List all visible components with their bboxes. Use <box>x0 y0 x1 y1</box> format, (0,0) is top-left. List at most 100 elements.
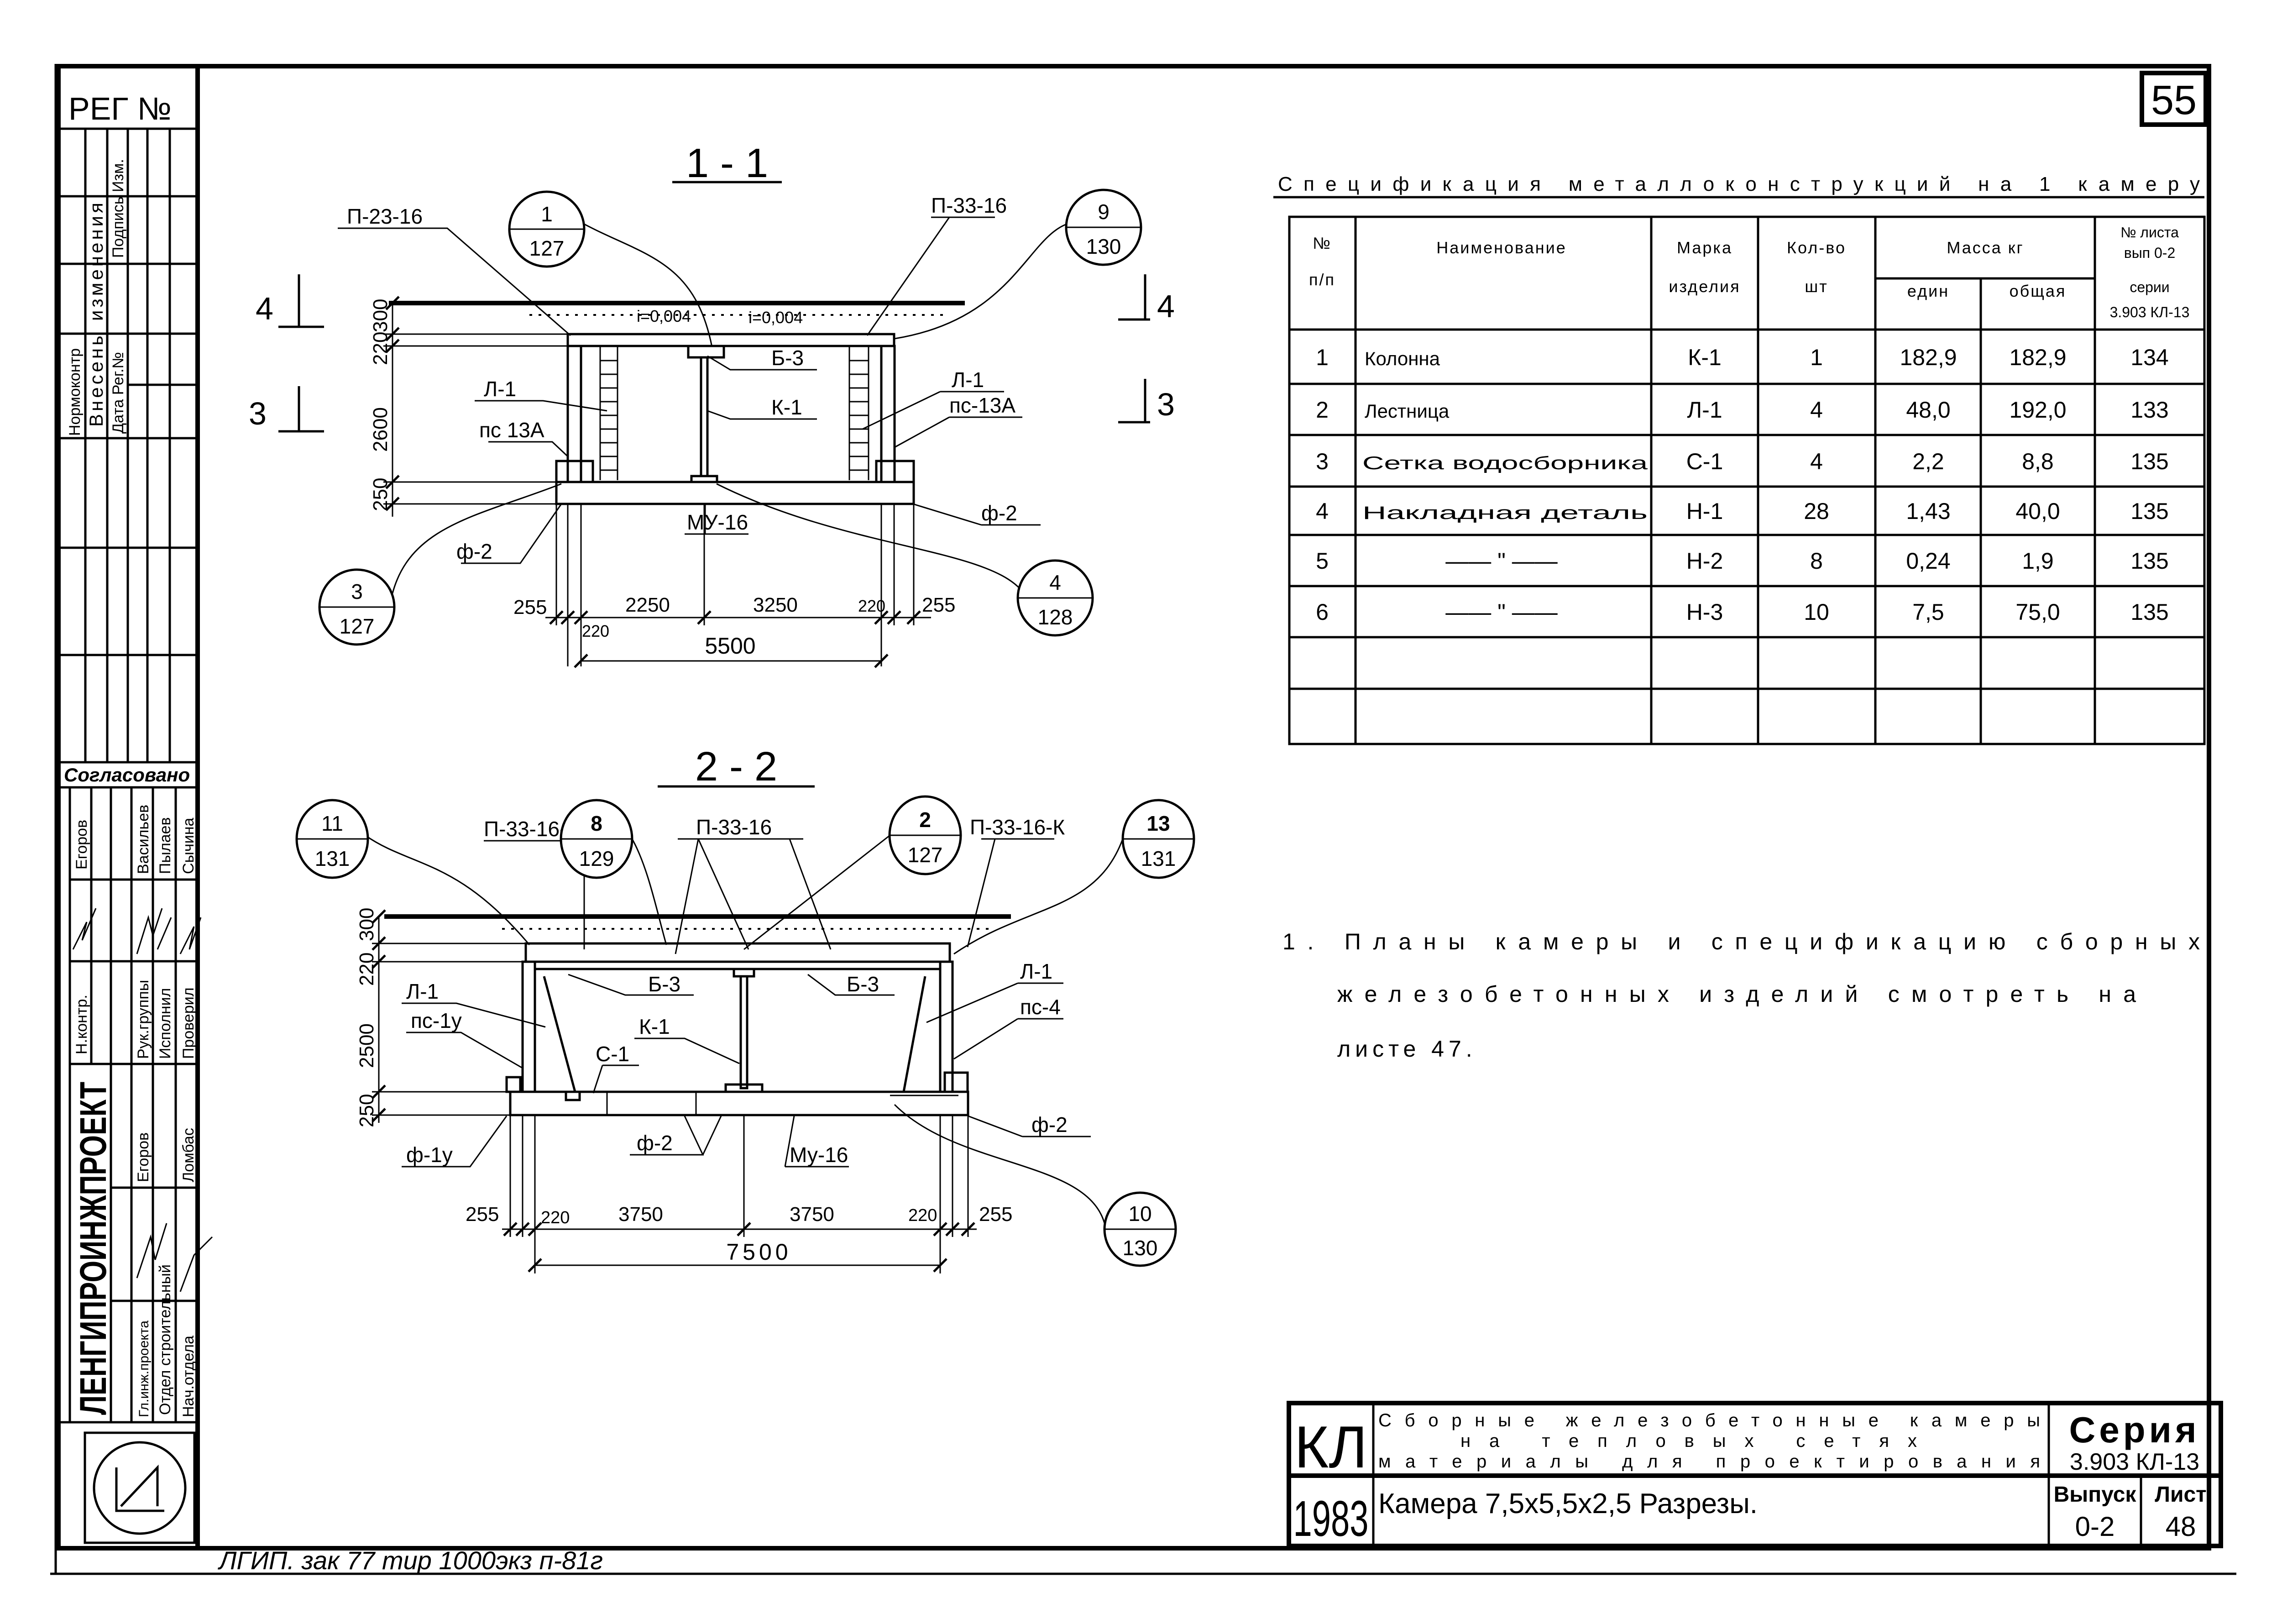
stamp-exec-name: Пылаев <box>157 817 174 874</box>
svg-text:3750: 3750 <box>790 1203 834 1226</box>
sheet-number: 55 <box>2151 78 2197 123</box>
svg-text:131: 131 <box>1141 847 1176 870</box>
label-beam-left: Б-3 <box>648 972 680 996</box>
svg-text:135: 135 <box>2130 548 2168 574</box>
label-pipe: Му-16 <box>790 1143 848 1167</box>
svg-text:130: 130 <box>1123 1236 1158 1260</box>
label-pipe-mu-16: МУ-16 <box>687 510 748 534</box>
label-ladder-right: Л-1 <box>1020 959 1052 983</box>
svg-text:135: 135 <box>2130 498 2168 524</box>
title-code: КЛ <box>1294 1414 1367 1480</box>
label-slab-p-33-16: П-33-16 <box>931 194 1007 217</box>
svg-text:11: 11 <box>321 812 343 835</box>
notes: 1. Планы камеры и спецификацию сборных ж… <box>1282 929 2200 1062</box>
cut-mark-3-right: 3 <box>1118 379 1175 424</box>
svg-text:128: 128 <box>1038 605 1073 629</box>
svg-text:шт: шт <box>1805 277 1828 296</box>
svg-text:13: 13 <box>1146 812 1170 835</box>
label-slope-right: i=0,004 <box>748 308 803 327</box>
stamp-head-name: Ломбас <box>180 1128 197 1182</box>
svg-text:Марка: Марка <box>1677 238 1732 257</box>
callout-3-127: 3 127 <box>318 483 562 646</box>
svg-text:3: 3 <box>351 580 363 603</box>
callout-11-131: 11 131 <box>295 799 530 945</box>
dims-1-horizontal: 255 220 2250 3250 220 255 5500 <box>513 504 955 667</box>
svg-text:131: 131 <box>315 847 350 870</box>
svg-text:182,9: 182,9 <box>1900 345 1957 370</box>
svg-text:Н-2: Н-2 <box>1686 548 1723 574</box>
callout-10-130: 10 130 <box>894 1104 1177 1267</box>
stamp-department: Отдел строительный <box>157 1264 174 1415</box>
svg-text:220: 220 <box>908 1206 937 1225</box>
svg-text:4: 4 <box>1810 397 1823 423</box>
svg-text:127: 127 <box>908 843 943 867</box>
svg-text:№ листа: № листа <box>2120 224 2179 241</box>
stamp-sign-label: Подпись Изм. <box>110 159 127 258</box>
svg-text:4: 4 <box>1157 288 1175 324</box>
callout-8-129: 8 129 <box>560 799 667 945</box>
label-wall-left: пс-1у <box>411 1009 462 1032</box>
sheet-number-box: 55 <box>2140 71 2208 127</box>
series-label: Серия <box>2069 1409 2200 1450</box>
specification-table: Спецификация металлоконструкций на 1 кам… <box>1273 173 2206 745</box>
svg-text:8: 8 <box>591 812 602 835</box>
svg-text:8: 8 <box>1810 548 1823 574</box>
label-grate-c-1: С-1 <box>596 1042 629 1066</box>
svg-text:255: 255 <box>979 1203 1012 1226</box>
svg-text:3: 3 <box>1316 449 1329 474</box>
note-line: листе 47. <box>1337 1036 1477 1062</box>
svg-text:220: 220 <box>858 597 885 615</box>
svg-text:7500: 7500 <box>726 1239 791 1265</box>
svg-text:6: 6 <box>1316 599 1329 625</box>
label-column-k-1: К-1 <box>771 395 802 419</box>
svg-text:4: 4 <box>1810 449 1823 474</box>
label-ladder-right: Л-1 <box>952 368 984 392</box>
label-slope-left: i=0,004 <box>637 307 691 325</box>
stamp-nkontr-name: Егоров <box>73 820 90 870</box>
svg-text:250: 250 <box>369 478 392 511</box>
stamp-group-name: Васильев <box>135 805 152 874</box>
svg-text:Кол-во: Кол-во <box>1787 238 1846 257</box>
section-2-2: 2 - 2 П-33-16-Д П-33-16 П-33-16-К Б- <box>295 744 1195 1273</box>
svg-text:0,24: 0,24 <box>1906 548 1950 574</box>
signature-marks <box>72 908 213 1292</box>
svg-text:10: 10 <box>1804 599 1829 625</box>
cut-mark-3-left: 3 <box>249 386 324 433</box>
stamp-agreed-label: Согласовано <box>64 764 190 786</box>
stamp-check-name: Сычина <box>180 818 197 874</box>
svg-text:Сетка водосборника: Сетка водосборника <box>1362 453 1648 473</box>
svg-text:общая: общая <box>2010 282 2067 300</box>
svg-text:2250: 2250 <box>625 594 670 616</box>
svg-text:4: 4 <box>1316 498 1329 524</box>
svg-text:133: 133 <box>2130 397 2168 423</box>
svg-text:134: 134 <box>2130 345 2168 370</box>
label-wall-right: пс-13А <box>949 393 1015 417</box>
label-ladder-left: Л-1 <box>484 377 516 401</box>
svg-text:7,5: 7,5 <box>1912 599 1944 625</box>
svg-text:10: 10 <box>1128 1202 1151 1226</box>
svg-text:Колонна: Колонна <box>1365 348 1440 369</box>
svg-text:135: 135 <box>2130 599 2168 625</box>
label-column-k-1: К-1 <box>639 1015 670 1038</box>
svg-text:255: 255 <box>466 1203 499 1226</box>
section-1-1: 1 - 1 4 3 4 3 <box>249 141 1175 667</box>
svg-text:1,9: 1,9 <box>2022 548 2054 574</box>
svg-text:—— " ——: —— " —— <box>1445 548 1558 574</box>
svg-text:127: 127 <box>340 614 375 638</box>
svg-text:255: 255 <box>513 596 547 618</box>
album-title-line: на тепловых сетях <box>1460 1431 1917 1451</box>
svg-text:3750: 3750 <box>618 1203 663 1226</box>
svg-text:1: 1 <box>1810 345 1823 370</box>
svg-text:С-1: С-1 <box>1686 449 1723 474</box>
stamp-chief-engineer-role: Гл.инж.проекта <box>136 1320 152 1417</box>
note-line: 1. Планы камеры и спецификацию сборных <box>1282 929 2200 954</box>
callout-9-130: 9 130 <box>894 189 1142 340</box>
specification-title: Спецификация металлоконструкций на 1 кам… <box>1278 173 2200 195</box>
section-1-title: 1 - 1 <box>686 141 768 186</box>
svg-text:серии: серии <box>2130 279 2169 295</box>
stamp-nkontr-role: Н.контр. <box>73 995 90 1054</box>
svg-text:Накладная деталь: Накладная деталь <box>1362 503 1648 523</box>
series-value: 3.903 КЛ-13 <box>2070 1449 2199 1475</box>
